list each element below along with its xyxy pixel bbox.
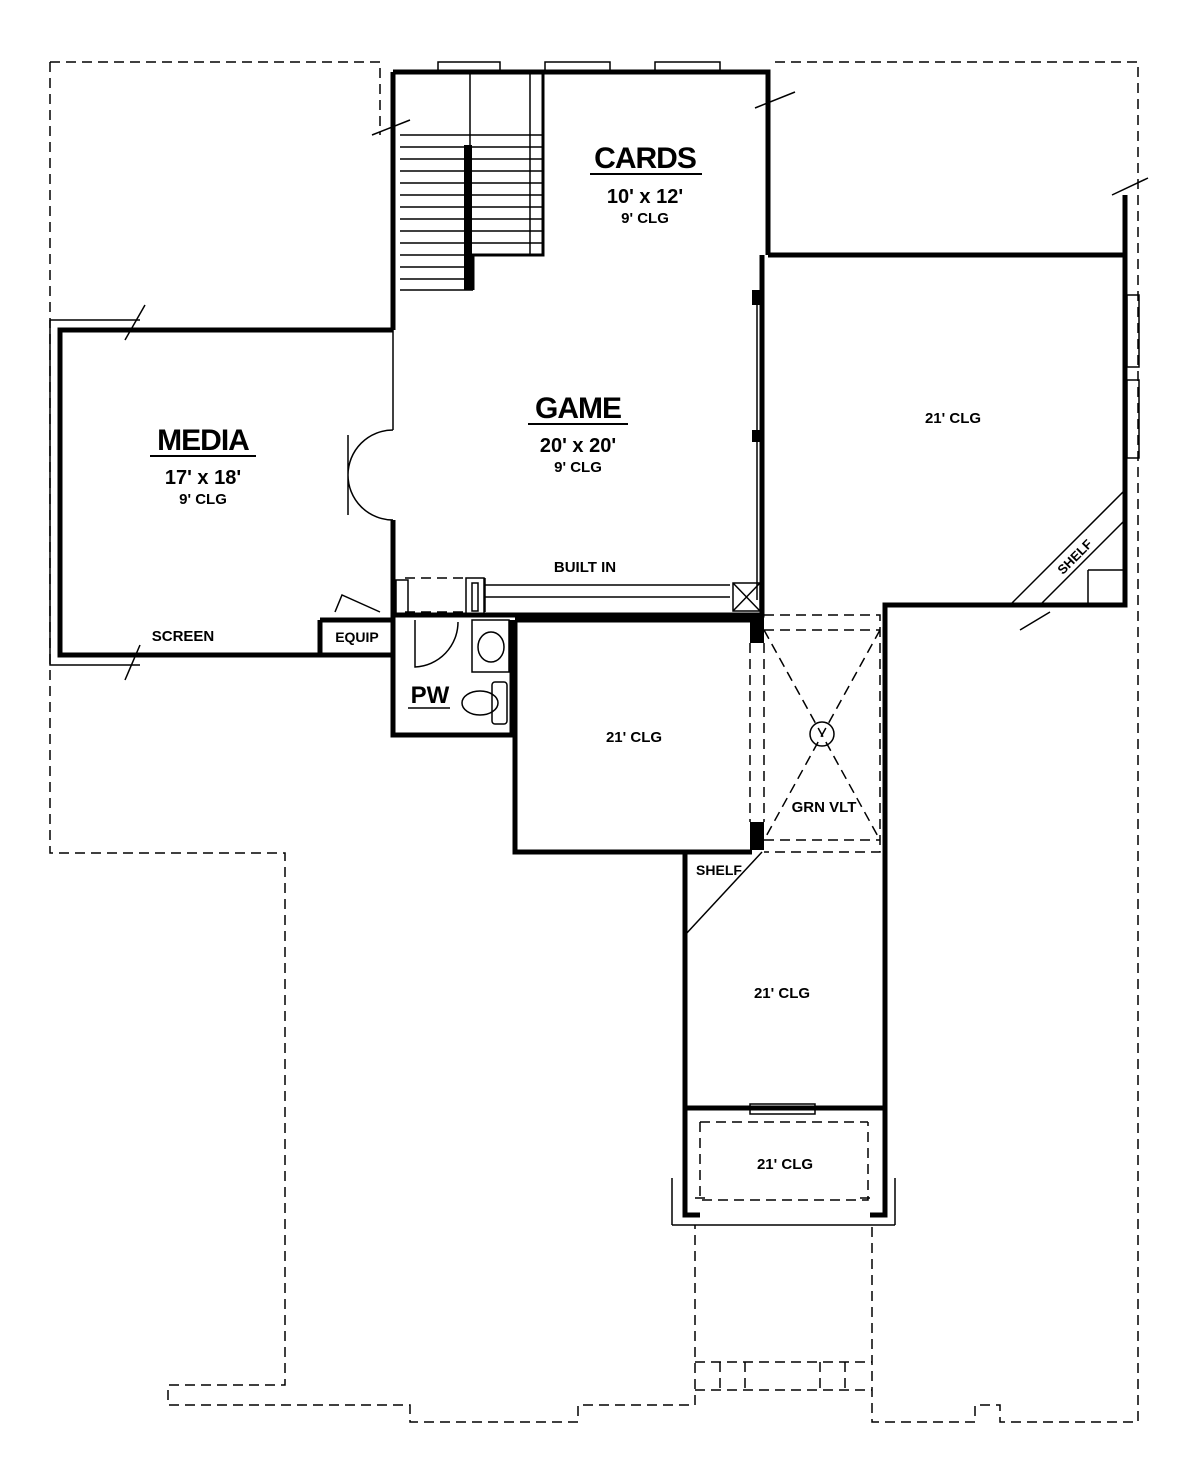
room-ceiling-game: 9' CLG [554,459,602,476]
grn-vlt-area [763,614,881,853]
equip-label: EQUIP [335,629,379,645]
room-name-cards: CARDS [594,142,696,175]
vault-center [809,721,835,747]
media-double-door [347,429,394,521]
equip-door [334,593,381,613]
chase [732,582,761,612]
room-name-media: MEDIA [157,424,249,457]
grn-vlt-label: GRN VLT [792,799,857,816]
porch-walls [682,1108,888,1218]
room-size-cards: 10' x 12' [607,186,683,208]
built-in-label: BUILT IN [554,559,616,576]
built-in-cabinet [484,578,730,612]
shelf-lower-label: SHELF [696,862,742,878]
front-steps [695,1361,872,1391]
window [544,61,611,73]
media-walls [57,327,396,658]
toilet-bowl [461,690,499,716]
window [749,1103,816,1115]
powder-walls [390,615,515,738]
room-name-game: GAME [535,392,621,425]
center-room-walls [512,617,752,855]
room-name-pw: PW [411,682,450,709]
shelf-lower [684,851,763,936]
center-room-ceiling: 21' CLG [606,729,662,746]
stair-wall [471,72,545,290]
room-ceiling-cards: 9' CLG [621,210,669,227]
lower-room-ceiling: 21' CLG [754,985,810,1002]
media-ledge [49,319,140,666]
vanity [471,619,510,673]
sink-icon [477,631,505,663]
window [1126,379,1140,459]
room-size-game: 20' x 20' [540,435,616,457]
room-ceiling-media: 9' CLG [179,491,227,508]
glass-partition [756,295,763,600]
toilet-tank [491,681,508,725]
screen-label: SCREEN [152,628,215,645]
porch-ceiling: 21' CLG [757,1156,813,1173]
right-room-walls [768,195,1128,1108]
lower-room-walls [682,850,885,1111]
roof-outline [49,61,1139,1423]
window [654,61,721,73]
room-size-media: 17' x 18' [165,467,241,489]
window [1126,294,1140,368]
window [437,61,501,73]
powder-door [414,620,459,668]
shelf-right [1009,489,1126,606]
game-walls [390,69,771,618]
stair-handrail [464,145,472,290]
right-room-ceiling: 21' CLG [925,410,981,427]
wall-break [371,91,796,136]
